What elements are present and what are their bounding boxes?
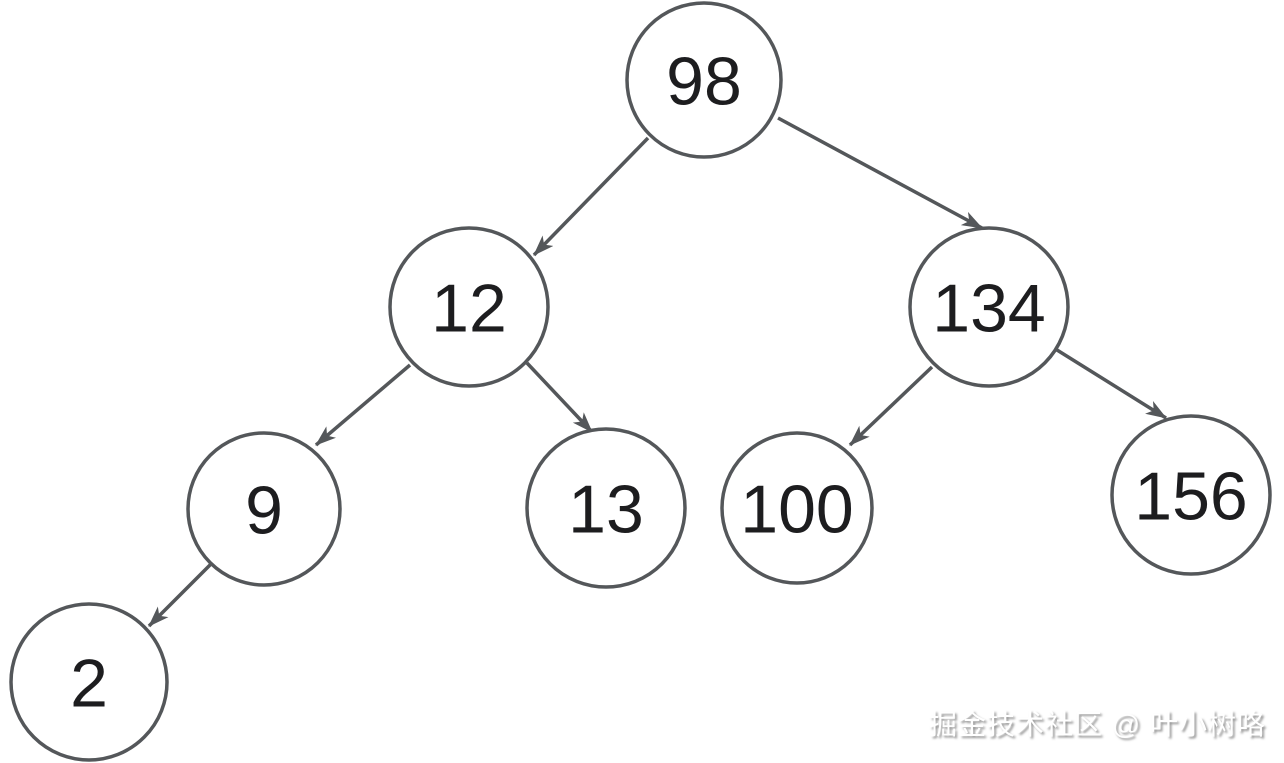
watermark: 掘金技术社区 @ 叶小树咯 (929, 709, 1266, 740)
tree-node-circle-12 (388, 226, 550, 388)
tree-node-value-134: 134 (932, 270, 1045, 346)
tree-node-circle-2 (9, 602, 169, 762)
tree-node-circle-13 (525, 427, 687, 589)
tree-node-value-2: 2 (70, 645, 108, 721)
tree-node-circle-100 (720, 431, 874, 585)
tree-edge-12-9 (314, 363, 412, 447)
tree-node-circle-98 (625, 1, 783, 159)
tree-node-value-12: 12 (431, 270, 507, 346)
tree-edge-12-13 (525, 361, 594, 434)
tree-node-value-156: 156 (1134, 458, 1247, 534)
tree-node-value-100: 100 (740, 471, 853, 547)
tree-edge-98-12 (532, 136, 650, 257)
tree-node-circle-9 (186, 431, 342, 587)
tree-edge-9-2 (147, 561, 214, 628)
tree-edge-98-134 (777, 116, 983, 230)
tree-node-value-13: 13 (568, 471, 644, 547)
tree-node-circle-156 (1110, 414, 1272, 576)
tree-node-circle-134 (908, 226, 1070, 388)
tree-nodes: 98 12 134 9 13 100 156 2 (9, 1, 1272, 762)
tree-edge-134-100 (848, 365, 934, 447)
tree-edges (147, 116, 1167, 628)
tree-node-value-9: 9 (245, 472, 283, 548)
tree-edge-134-156 (1056, 348, 1167, 420)
tree-node-value-98: 98 (666, 43, 742, 119)
